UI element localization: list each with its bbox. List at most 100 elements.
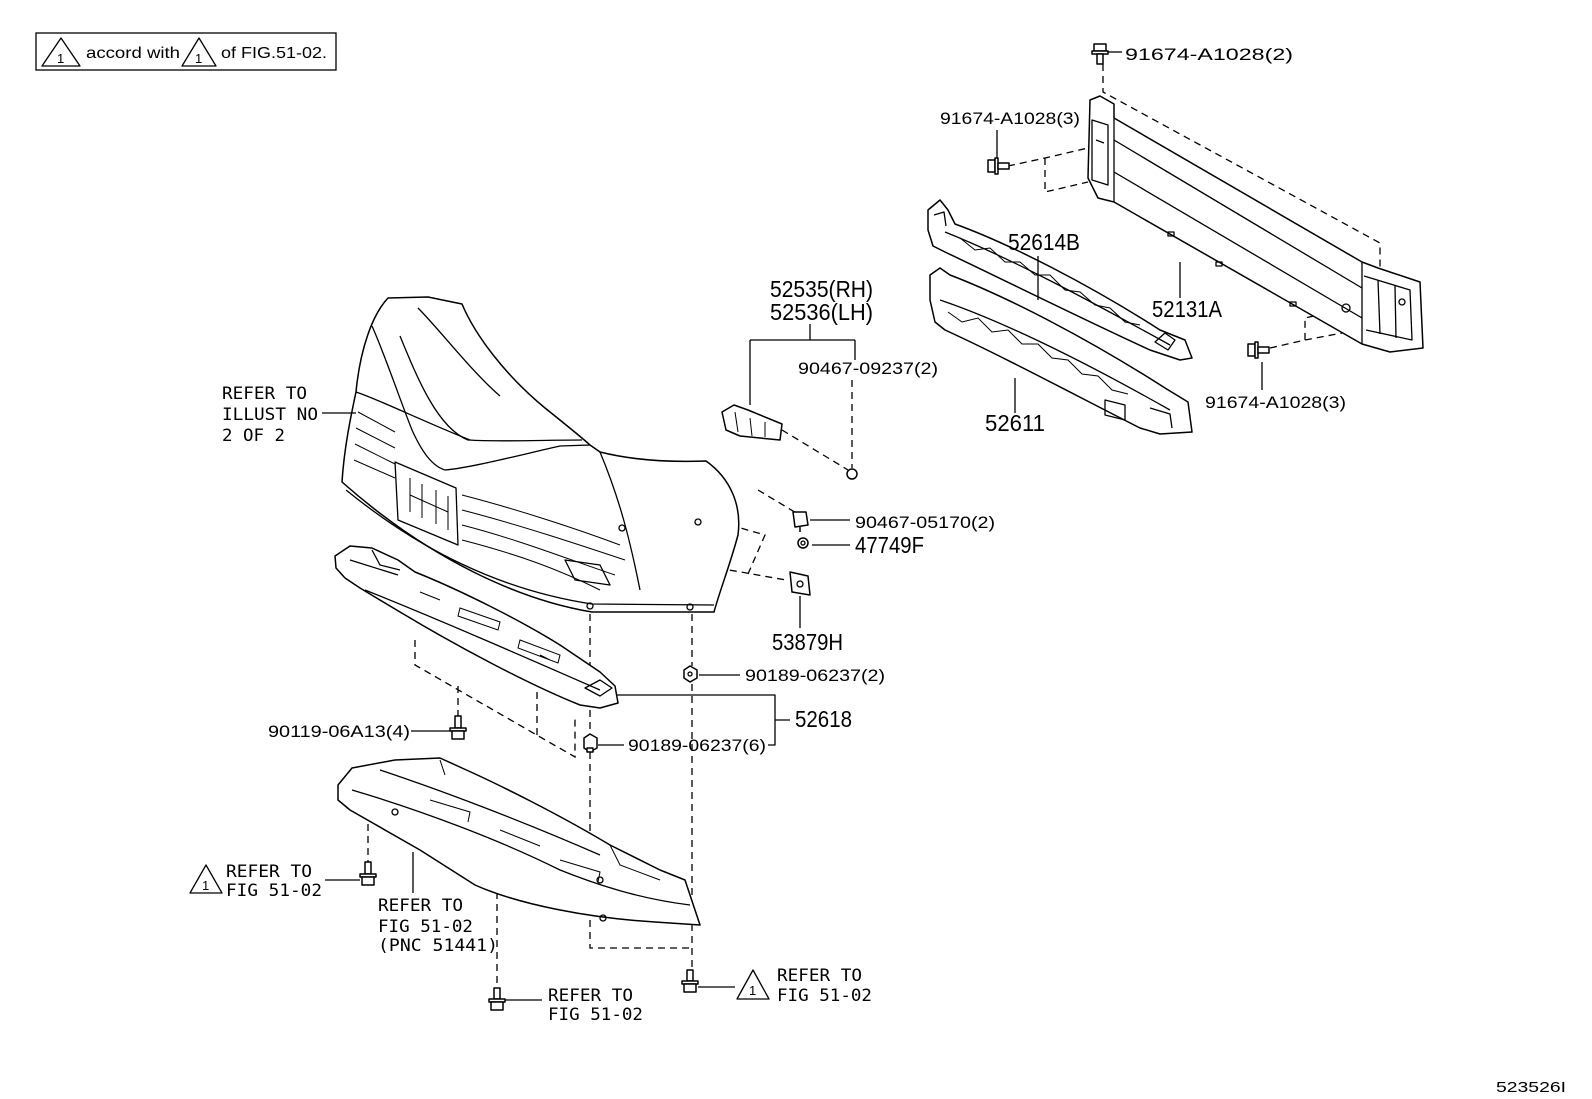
- part-callout-clip-bracket[interactable]: 90467-09237(2): [798, 359, 938, 378]
- part-callout-clip-lower-2[interactable]: 90189-06237(2): [745, 666, 885, 685]
- part-callout-shield[interactable]: 52618: [795, 706, 852, 732]
- refer-bottom-note: REFER TO FIG 51-02: [548, 986, 643, 1025]
- under-cover-hole: [391, 808, 399, 816]
- refer-cover-note: REFER TO FIG 51-02 (PNC 51441): [378, 896, 498, 956]
- clip-nut-icon: [683, 665, 698, 683]
- warning-triangle-icon: [181, 37, 217, 67]
- leader-lines: [322, 51, 1263, 1001]
- warning-triangle-icon: [41, 37, 81, 67]
- refer-illust-note: REFER TO ILLUST NO 2 OF 2: [222, 384, 318, 446]
- bumper-hole: [686, 603, 694, 611]
- nut-hole: [800, 540, 806, 546]
- legend-note-box: [35, 32, 337, 71]
- bumper-upper-grille-outline: [371, 325, 591, 471]
- bumper-hole: [618, 524, 626, 532]
- bumper-cover-outline: [341, 296, 740, 613]
- refer-line: FIG 51-02: [777, 986, 872, 1006]
- refer-line: (PNC 51441): [378, 936, 498, 956]
- bolt-icon: [488, 987, 506, 1011]
- lower-shield: [334, 545, 619, 709]
- part-callout-bracket-lh[interactable]: 52536(LH): [770, 299, 873, 325]
- bumper-hole: [586, 602, 594, 610]
- lower-shield-edge: [349, 559, 601, 691]
- bumper-reinforcement: [1087, 95, 1424, 353]
- refer-line: REFER TO: [222, 384, 307, 404]
- assembly-line: [781, 429, 849, 471]
- legend-note-suffix: of FIG.51-02.: [221, 45, 327, 62]
- under-cover-hole: [599, 914, 607, 922]
- absorber-lower-edge: [939, 299, 1171, 411]
- reinforcement-edge: [1113, 118, 1363, 344]
- part-callout-absorber-upper[interactable]: 52614B: [1008, 229, 1080, 255]
- refer-line: REFER TO: [548, 986, 633, 1006]
- refer-line: REFER TO: [378, 896, 463, 916]
- side-retainer-bracket: [789, 571, 811, 596]
- engine-under-cover: [337, 757, 701, 926]
- warning-triangle-number: 1: [202, 878, 209, 893]
- refer-line: ILLUST NO: [222, 405, 318, 425]
- bumper-cover: [341, 296, 740, 613]
- reinforcement-hole: [1289, 301, 1297, 307]
- legend-note-prefix: accord with: [86, 45, 180, 62]
- part-callout-nut-side[interactable]: 47749F: [855, 532, 924, 558]
- reinforcement-end-right: [1363, 275, 1413, 341]
- lower-shield-slot: [419, 591, 561, 664]
- absorber-lower-body: [929, 267, 1193, 435]
- under-cover-hole: [596, 876, 604, 884]
- part-callout-bracket-side[interactable]: 53879H: [772, 629, 843, 655]
- assembly-line: [717, 524, 787, 581]
- assembly-line: [757, 489, 799, 515]
- figure-id: 523526I: [1496, 1079, 1566, 1096]
- reinforcement-hole: [1398, 298, 1406, 306]
- refer-line: FIG 51-02: [548, 1005, 643, 1025]
- refer-line: REFER TO: [226, 862, 312, 882]
- lower-shield-tab: [371, 549, 613, 697]
- leader-line: [749, 324, 856, 405]
- part-callout-clip-lower-6[interactable]: 90189-06237(6): [628, 736, 766, 755]
- absorber-upper-edge: [944, 231, 1171, 346]
- warning-triangle-number: 1: [749, 983, 756, 998]
- nut-icon: [797, 537, 809, 549]
- part-callout-bolt-left[interactable]: 91674-A1028(3): [940, 109, 1080, 128]
- part-callout-absorber-lower[interactable]: 52611: [985, 410, 1045, 436]
- bumper-lower-grille-edge: [355, 391, 471, 441]
- bolt-icon: [1091, 43, 1109, 65]
- reinforcement-hole: [1341, 303, 1351, 313]
- refer-line: FIG 51-02: [378, 917, 473, 937]
- bumper-grille-slats-right: [461, 494, 626, 591]
- side-retainer-hole: [796, 580, 804, 588]
- side-bracket-body: [721, 404, 783, 441]
- absorber-upper-tab: [933, 211, 1176, 351]
- bolt-icon: [449, 715, 467, 740]
- refer-line: REFER TO: [777, 966, 862, 986]
- bumper-side-contour: [599, 451, 641, 591]
- assembly-line: [1007, 147, 1089, 193]
- reinforcement-hole: [1215, 261, 1223, 267]
- part-callout-reinforcement[interactable]: 52131A: [1152, 296, 1223, 322]
- under-cover-detail: [429, 759, 661, 883]
- warning-triangle-icon: [736, 969, 770, 1000]
- part-callout-clip-side[interactable]: 90467-05170(2): [855, 513, 995, 532]
- part-callout-bolt-top[interactable]: 91674-A1028(2): [1125, 45, 1293, 64]
- bolt-icon: [987, 157, 1010, 175]
- absorber-upper-ribs: [959, 237, 1141, 326]
- part-callout-bolt-shield[interactable]: 90119-06A13(4): [268, 722, 410, 741]
- refer-left-note: 1 REFER TO FIG 51-02: [189, 862, 322, 901]
- bumper-side-bracket: [721, 404, 783, 441]
- bolt-icon: [359, 861, 377, 886]
- assembly-line: [367, 824, 498, 990]
- part-callout-bolt-right[interactable]: 91674-A1028(3): [1205, 393, 1346, 412]
- clip-icon: [792, 511, 809, 532]
- bolt-icon: [1247, 341, 1270, 359]
- warning-triangle-number: 1: [57, 51, 64, 66]
- part-callout-bracket-rh[interactable]: 52535(RH): [770, 276, 873, 302]
- side-bracket-detail: [734, 411, 766, 437]
- leader-line: [617, 694, 790, 746]
- warning-triangle-number: 1: [195, 51, 202, 66]
- clip-icon: [583, 733, 598, 753]
- assembly-line: [1102, 64, 1381, 278]
- legend-note: 1 accord with 1 of FIG.51-02.: [35, 32, 337, 71]
- under-cover-body: [337, 757, 701, 926]
- absorber-lower-ribs: [947, 311, 1129, 395]
- refer-line: FIG 51-02: [226, 881, 322, 901]
